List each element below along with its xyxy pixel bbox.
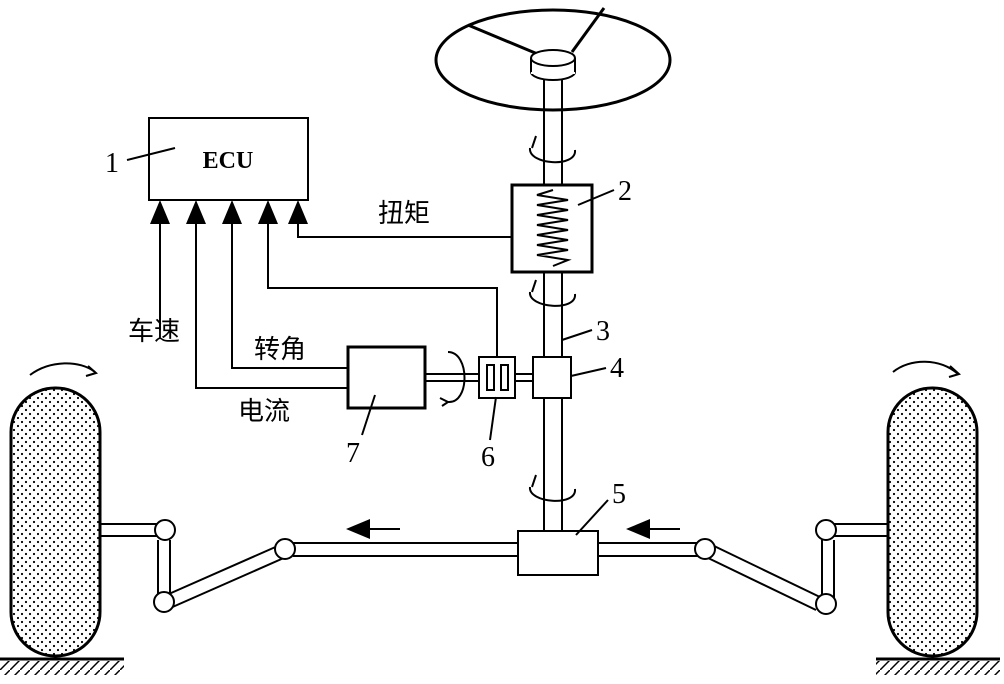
vehicle-speed-label: 车速 [128,317,180,347]
callout-5: 5 [612,479,626,510]
steering-linkage [100,519,888,615]
clutch [478,356,533,399]
left-wheel [0,362,124,675]
callout-3: 3 [596,316,610,347]
steering-gear [517,530,599,576]
electric-motor [346,345,479,410]
torque-label: 扭矩 [378,199,430,229]
ecu-box: ECU [148,117,309,201]
torque-sensor [510,183,594,274]
column-rotation-arrows [529,135,577,502]
right-wheel [876,360,1000,675]
callout-1: 1 [105,148,119,179]
signal-lines [150,200,512,389]
callout-leaders [126,147,615,536]
ecu-label: ECU [203,148,254,174]
steering-column [543,80,563,531]
current-label: 电流 [238,397,290,427]
steering-angle-label: 转角 [254,335,306,365]
steering-wheel [434,7,672,112]
reduction-gear [532,356,572,399]
callout-4: 4 [610,353,624,384]
callout-2: 2 [618,176,632,207]
callout-6: 6 [481,442,495,473]
callout-7: 7 [346,438,360,469]
